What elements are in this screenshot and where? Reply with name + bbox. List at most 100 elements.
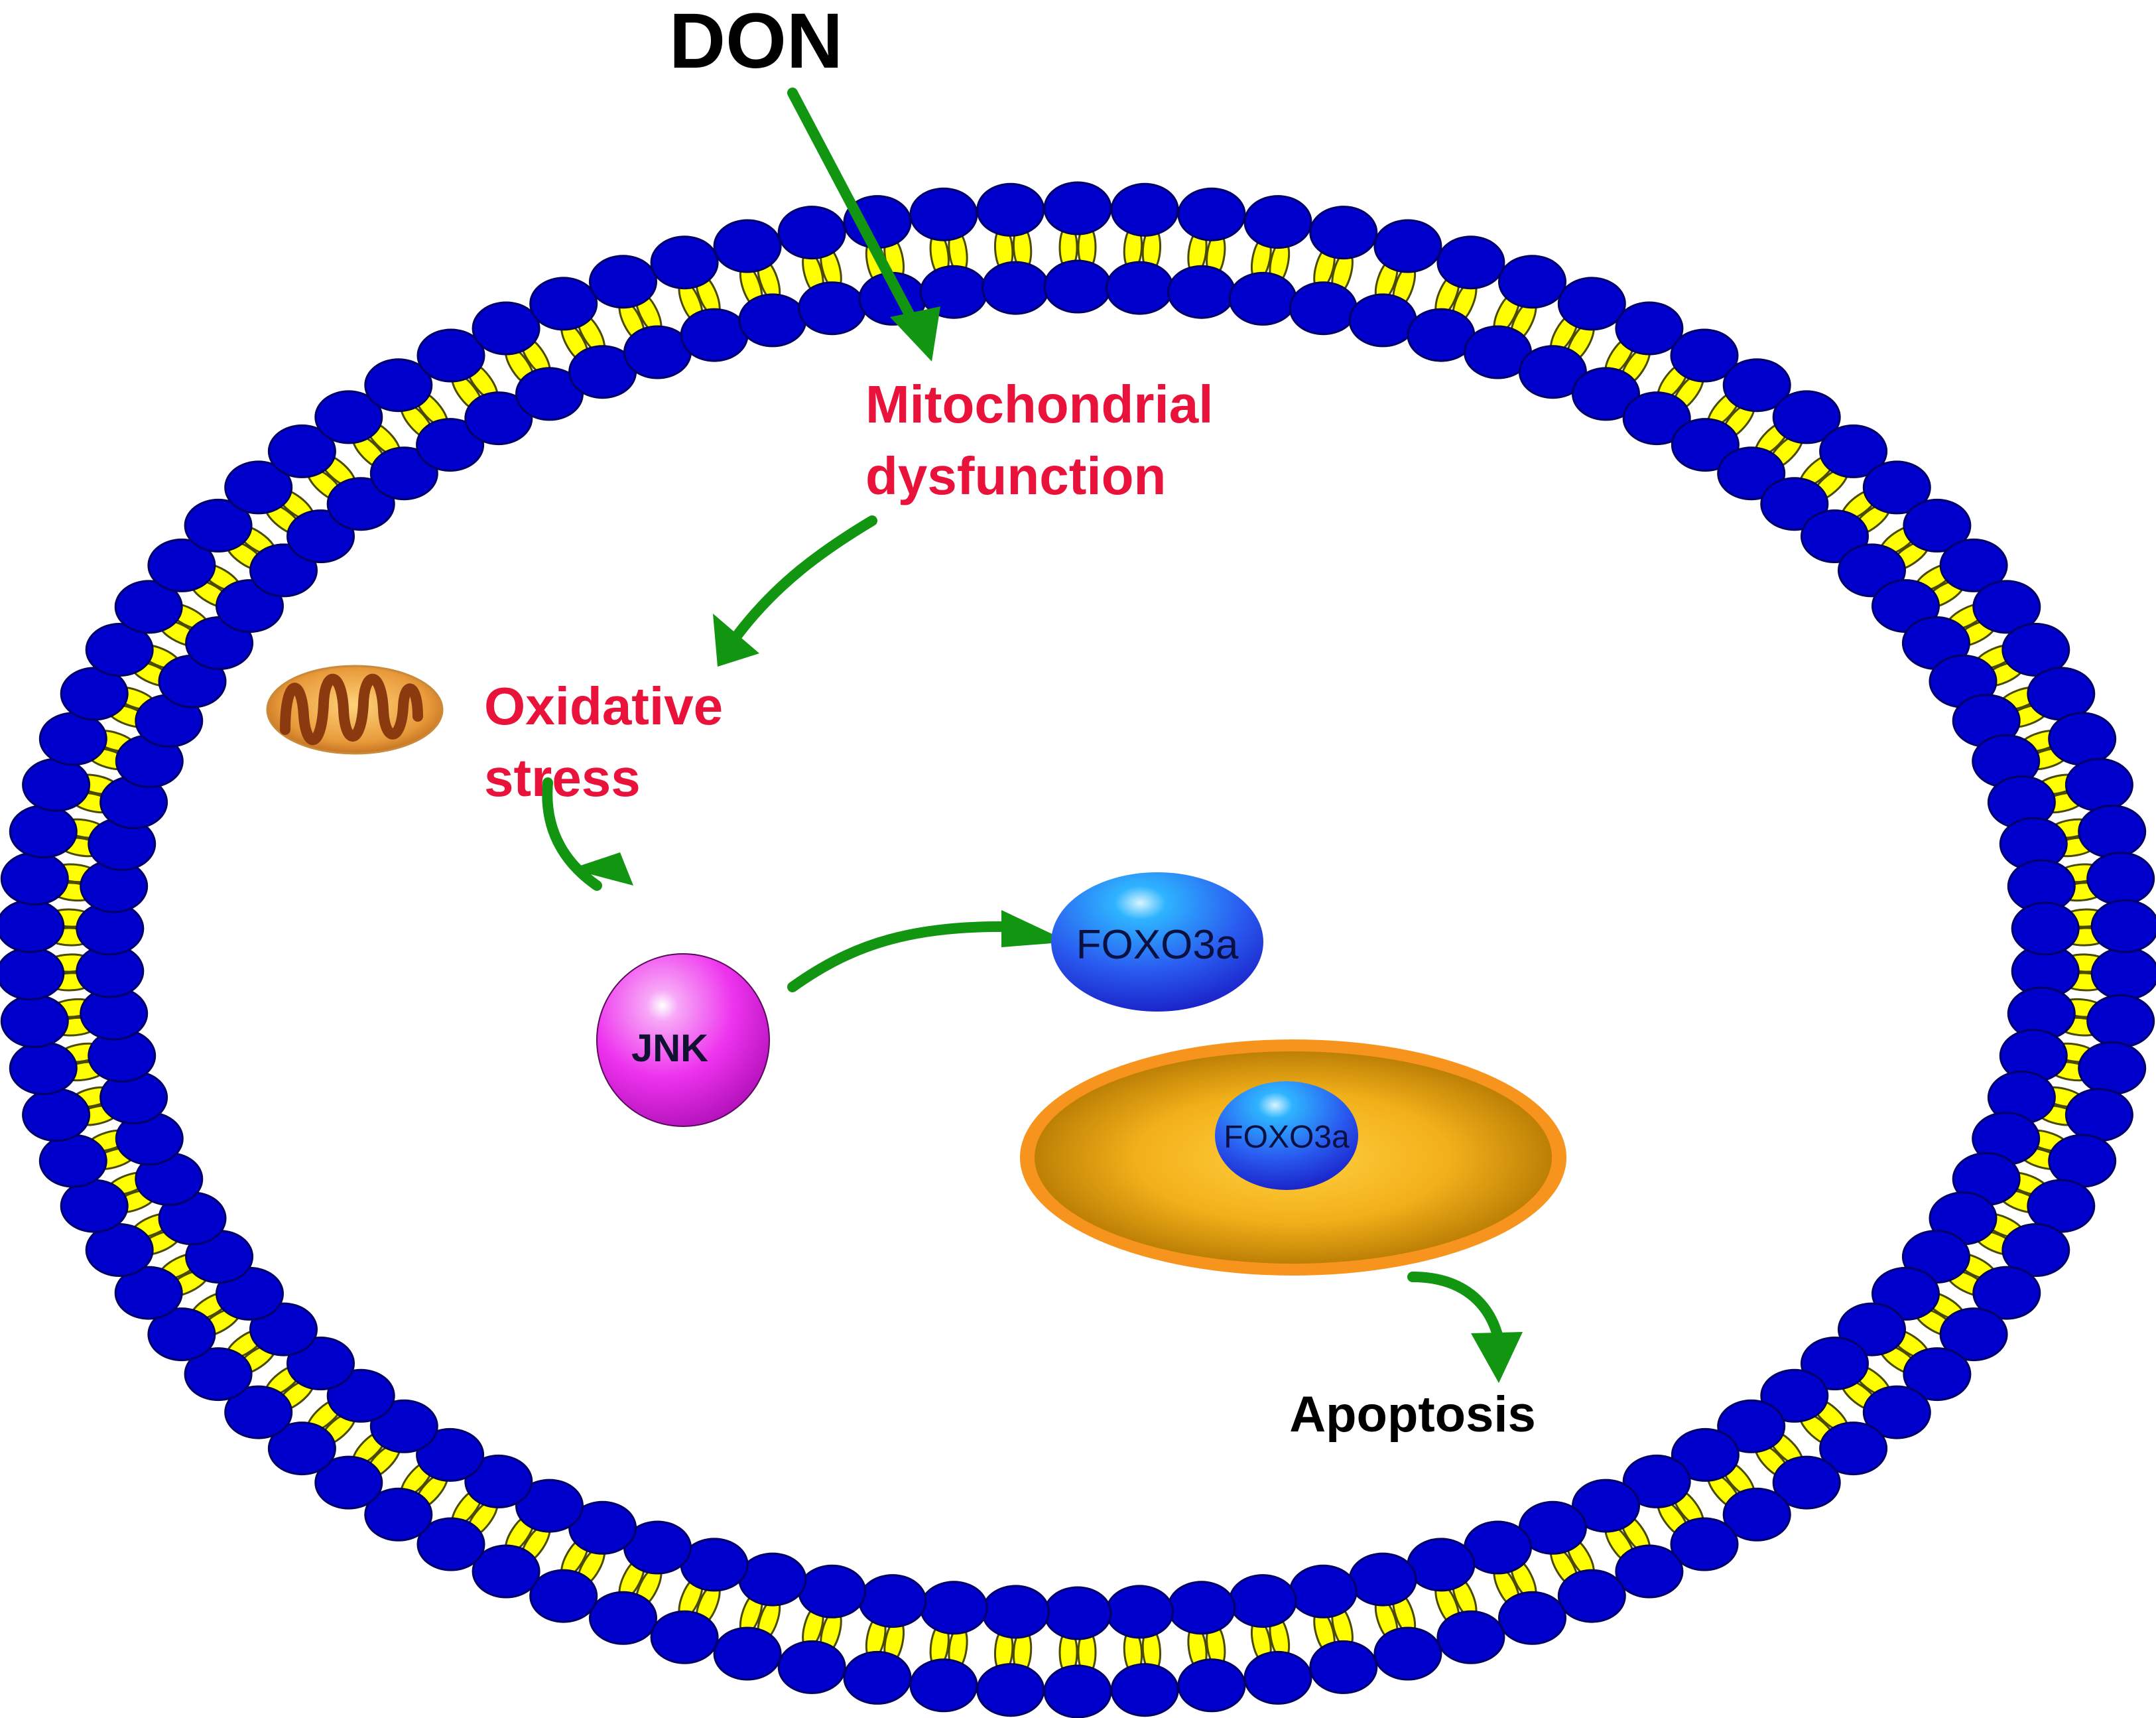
lipid-head [85, 623, 154, 677]
lipid-head [843, 1650, 912, 1705]
lipid-head [2048, 1134, 2117, 1188]
lipid-head [738, 1552, 807, 1607]
lipid-head [326, 477, 395, 531]
lipid-head [1106, 1585, 1174, 1639]
lipid-head [0, 947, 65, 1001]
lipid-head [1622, 1454, 1691, 1508]
lipid-head [798, 281, 867, 336]
lipid-head [777, 1640, 846, 1694]
lipid-tail [1123, 1626, 1162, 1676]
lipid-head [1373, 1626, 1442, 1681]
lipid-head [2001, 1223, 2070, 1277]
lipid-head [1671, 418, 1740, 472]
lipid-head [326, 1368, 395, 1423]
lipid-head [224, 1385, 293, 1439]
lipid-head [1557, 1569, 1626, 1623]
lipid-head [1670, 328, 1739, 383]
lipid-head [1243, 195, 1312, 249]
lipid-head [2086, 994, 2155, 1048]
lipid-head [1177, 1658, 1246, 1713]
lipid-head [114, 580, 183, 634]
lipid-tail [1250, 235, 1291, 286]
lipid-head [1572, 1479, 1640, 1533]
arrow-jnk-to-foxo [787, 910, 1069, 992]
lipid-head [1670, 1517, 1739, 1571]
lipid-head [1772, 1455, 1841, 1510]
lipid-head [267, 1421, 336, 1476]
arrow-ox-to-jnk [542, 777, 633, 891]
don-label: DON [669, 0, 843, 85]
lipid-head [1972, 1266, 2041, 1320]
lipid-head [1177, 187, 1246, 241]
lipid-head [982, 261, 1050, 315]
lipid-head [738, 293, 807, 348]
lipid-head [1436, 235, 1505, 290]
mitochondrion-icon [266, 665, 444, 755]
lipid-head [2090, 899, 2156, 953]
lipid-head [2086, 852, 2155, 906]
lipid-head [1722, 358, 1791, 413]
lipid-head [2048, 712, 2117, 766]
jnk-node: JNK [596, 953, 770, 1127]
lipid-head [589, 1591, 657, 1645]
lipid-head [650, 235, 719, 290]
lipid-head [314, 390, 383, 444]
lipid-head [777, 206, 846, 260]
lipid-head [1498, 255, 1566, 309]
lipid-head [369, 1399, 438, 1453]
lipid-head [286, 509, 355, 563]
lipid-tail [993, 224, 1033, 273]
lipid-head [2011, 901, 2080, 956]
apoptosis-label: Apoptosis [1289, 1386, 1536, 1443]
foxo3a-cytoplasm-node: FOXO3a [1051, 872, 1263, 1012]
lipid-head [1043, 1664, 1112, 1718]
lipid-head [2064, 758, 2133, 812]
lipid-head [713, 219, 782, 273]
lipid-head [1407, 1538, 1476, 1592]
lipid-head [1862, 1385, 1931, 1439]
cell-membrane [0, 181, 2156, 1718]
lipid-head [1772, 390, 1841, 444]
lipid-head [1671, 1427, 1740, 1482]
lipid-head [2064, 1088, 2133, 1142]
lipid-head [1043, 259, 1112, 314]
lipid-head [1309, 1640, 1378, 1694]
lipid-head [1348, 293, 1417, 348]
foxo3a-nucleus-node: FOXO3a [1215, 1081, 1358, 1190]
oxidative-stress-label: Oxidative stress [484, 677, 723, 807]
lipid-head [909, 187, 978, 241]
lipid-head [1228, 1574, 1297, 1628]
lipid-head [147, 538, 216, 592]
lipid-head [38, 1134, 107, 1188]
lipid-head [1106, 261, 1174, 315]
lipid-head [529, 1569, 598, 1623]
ox-line-1: Oxidative [484, 677, 723, 736]
lipid-head [909, 1658, 978, 1713]
lipid-head [0, 899, 65, 953]
lipid-tail [929, 1622, 968, 1672]
lipid-head [22, 758, 91, 812]
lipid-head [976, 1663, 1045, 1717]
lipid-head [224, 460, 293, 515]
lipid-head [1228, 271, 1297, 326]
lipid-head [680, 308, 749, 362]
lipid-head [2001, 623, 2070, 677]
mito-line-1: Mitochondrial [865, 375, 1213, 434]
jnk-label: JNK [631, 1027, 708, 1070]
lipid-head [184, 498, 253, 553]
lipid-head [1903, 498, 1972, 553]
lipid-head [85, 1223, 154, 1277]
foxo3a-nucleus-label: FOXO3a [1224, 1120, 1350, 1155]
lipid-head [1972, 580, 2041, 634]
arrows [542, 88, 1523, 1383]
lipid-head [364, 358, 433, 413]
lipid-head [1572, 367, 1640, 421]
lipid-head [147, 1307, 216, 1362]
lipid-head [464, 1454, 533, 1508]
lipid-head [1819, 424, 1888, 478]
lipid-head [1498, 1591, 1566, 1645]
lipid-head [0, 852, 69, 906]
lipid-head [416, 418, 485, 472]
lipid-head [472, 1544, 540, 1599]
